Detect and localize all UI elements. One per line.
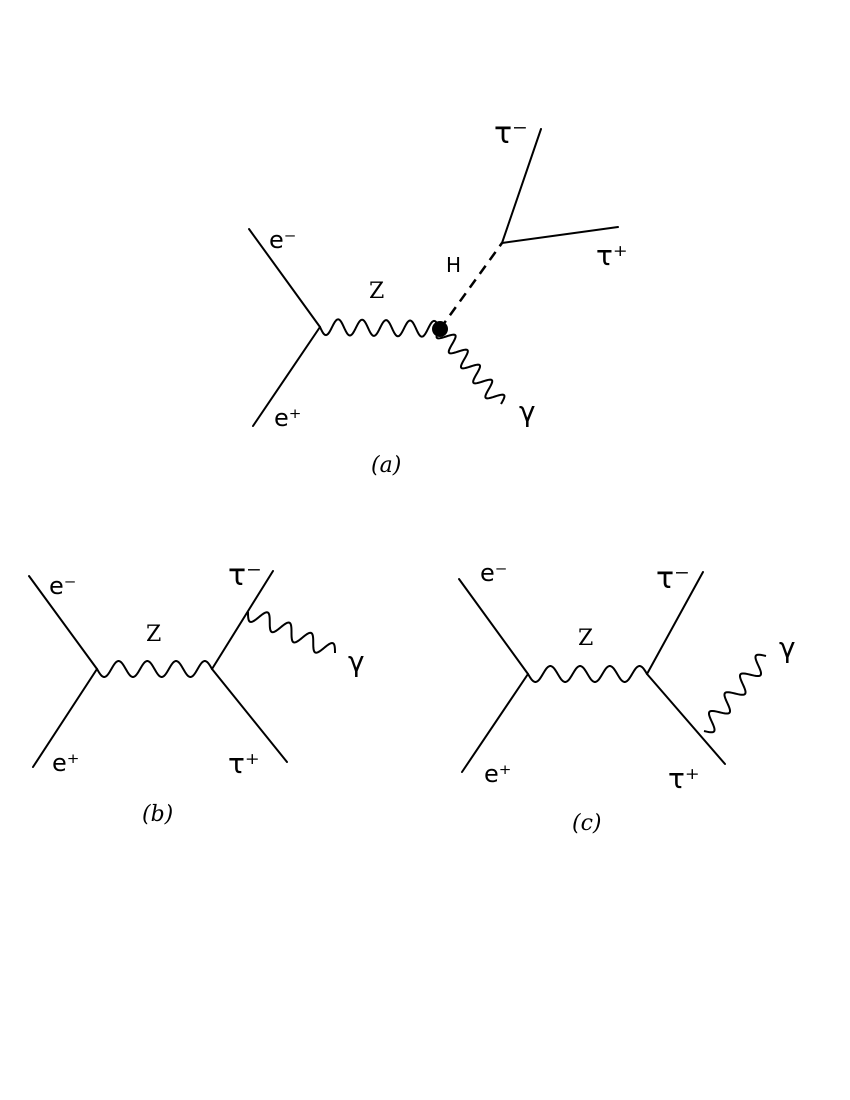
b-positron-line [32,668,98,768]
a-higgs-line [438,242,504,330]
c-electron-line [458,578,529,675]
b-tau-plus-line [211,668,288,763]
c-z-boson [527,665,648,683]
b-label-tau-plus: τ⁺ [228,747,260,780]
b-label-tau-minus: τ⁻ [228,558,262,593]
a-label-z: Z [369,279,384,304]
c-label-tau-minus: τ⁻ [656,561,690,596]
b-photon [247,611,336,654]
a-tau-plus-line [501,226,619,244]
c-caption: (c) [572,811,602,836]
b-tau-minus-line [211,570,274,670]
b-z-boson [96,660,213,678]
a-label-gamma: γ [519,395,536,428]
c-photon [703,653,767,734]
c-tau-plus-line [646,673,726,765]
b-label-gamma: γ [348,645,365,678]
diagram-b: e⁻ e⁺ Z τ⁻ τ⁺ γ (b) [28,558,365,827]
a-photon [435,328,506,405]
a-label-tau-minus: τ⁻ [494,116,528,151]
a-label-e-minus: e⁻ [269,226,296,254]
a-label-h: H [446,253,461,277]
c-tau-minus-line [646,571,704,675]
b-electron-line [28,575,98,670]
c-label-tau-plus: τ⁺ [668,762,700,795]
c-positron-line [461,673,529,773]
b-label-e-minus: e⁻ [49,572,76,600]
c-label-z: Z [578,626,593,651]
c-label-gamma: γ [779,631,796,664]
b-label-e-plus: e⁺ [52,749,79,777]
c-label-e-plus: e⁺ [484,760,511,788]
a-electron-line [248,228,321,328]
a-z-boson [319,318,441,338]
a-caption: (a) [371,453,401,478]
a-tau-minus-line [501,128,542,244]
diagram-a: e⁻ e⁺ Z H τ⁻ τ⁺ γ (a) [248,116,628,478]
diagram-c: e⁻ e⁺ Z τ⁻ τ⁺ γ (c) [458,559,796,836]
b-caption: (b) [142,802,173,827]
b-label-z: Z [146,622,161,647]
a-label-e-plus: e⁺ [274,404,301,432]
a-label-tau-plus: τ⁺ [596,239,628,272]
c-label-e-minus: e⁻ [480,559,507,587]
a-positron-line [252,326,321,427]
